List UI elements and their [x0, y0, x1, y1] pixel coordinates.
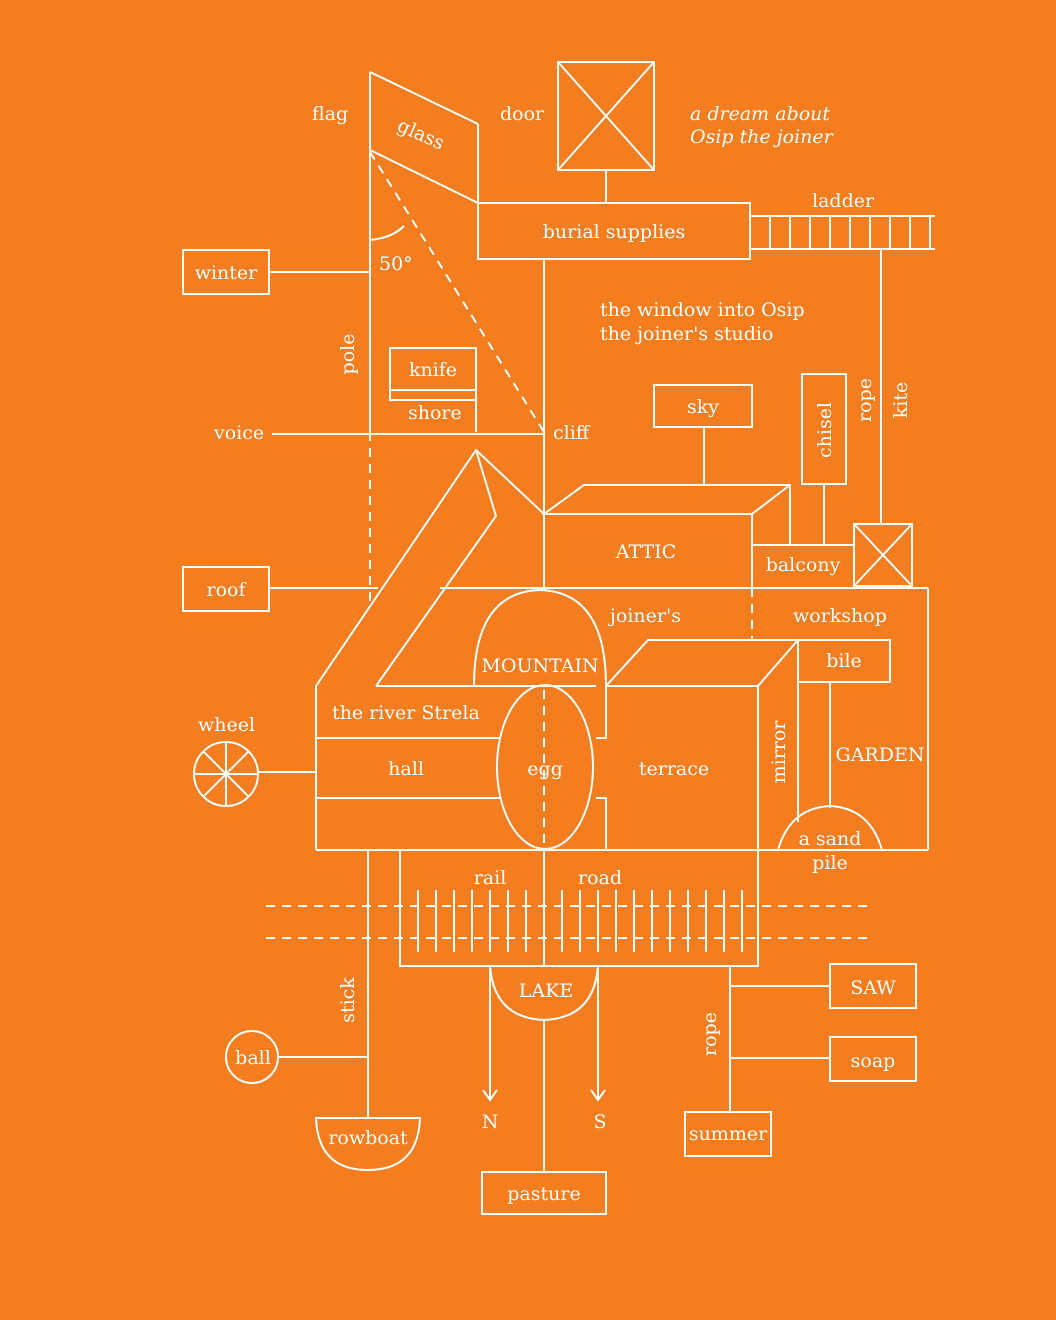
building [315, 448, 929, 851]
label-angle: 50° [379, 253, 413, 275]
label-ladder: ladder [812, 190, 875, 212]
label-hall: hall [388, 758, 424, 780]
bile-box [797, 639, 891, 683]
label-rail: rail [474, 867, 507, 889]
label-bile: bile [826, 650, 862, 672]
label-rope-top: rope [854, 378, 876, 422]
rail-road [266, 849, 868, 967]
label-sky: sky [687, 396, 719, 418]
label-shore: shore [408, 402, 462, 424]
label-mirror: mirror [768, 720, 790, 784]
label-cliff: cliff [553, 422, 591, 444]
label-wheel: wheel [198, 714, 255, 736]
label-pasture: pasture [507, 1183, 580, 1205]
label-north: N [482, 1111, 499, 1133]
label-egg: egg [527, 758, 563, 780]
label-summer: summer [689, 1123, 768, 1145]
label-flag: flag [312, 103, 348, 125]
label-mountain: MOUNTAIN [481, 655, 598, 677]
rowboat-shape [314, 1117, 422, 1172]
label-lake: LAKE [519, 980, 573, 1002]
ladder [750, 215, 935, 250]
soap-box [829, 1036, 917, 1082]
label-chisel: chisel [814, 402, 836, 458]
label-sand-1: a sand [799, 828, 862, 850]
label-stick: stick [337, 977, 359, 1023]
label-winter: winter [195, 262, 258, 284]
label-sand-2: pile [812, 852, 848, 874]
window-line-1: the window into Osip [600, 299, 805, 321]
label-roof: roof [207, 579, 248, 601]
title-line-2: Osip the joiner [690, 126, 835, 148]
label-river: the river Strela [332, 702, 480, 724]
label-kite: kite [890, 382, 912, 418]
label-workshop: workshop [793, 605, 887, 627]
label-garden: GARDEN [836, 744, 925, 766]
label-terrace: terrace [639, 758, 709, 780]
burial-supplies-box [477, 202, 751, 260]
label-joiners: joiner's [608, 605, 681, 627]
label-glass: glass [394, 114, 448, 154]
balcony-box [751, 544, 855, 589]
label-attic: ATTIC [615, 541, 676, 563]
label-knife: knife [409, 359, 457, 381]
label-south: S [593, 1111, 606, 1133]
label-rope-bottom: rope [699, 1012, 721, 1056]
wheel-icon [193, 741, 259, 807]
label-rowboat: rowboat [328, 1127, 408, 1149]
kite-box [853, 523, 913, 587]
knife-box [389, 347, 477, 391]
door-box [557, 61, 655, 203]
label-burial-supplies: burial supplies [543, 221, 685, 243]
window-line-2: the joiner's studio [600, 323, 773, 345]
label-road: road [578, 867, 622, 889]
flag-pole-structure [369, 71, 545, 605]
pasture-box [481, 1171, 607, 1215]
summer-box [684, 1111, 772, 1157]
label-soap: soap [851, 1050, 896, 1072]
label-voice: voice [213, 422, 264, 444]
label-balcony: balcony [766, 554, 841, 576]
title-line-1: a dream about [690, 103, 830, 125]
label-door: door [500, 103, 545, 125]
label-pole: pole [337, 334, 359, 375]
saw-box [829, 963, 917, 1009]
label-saw: SAW [850, 977, 896, 999]
label-ball: ball [235, 1047, 271, 1069]
